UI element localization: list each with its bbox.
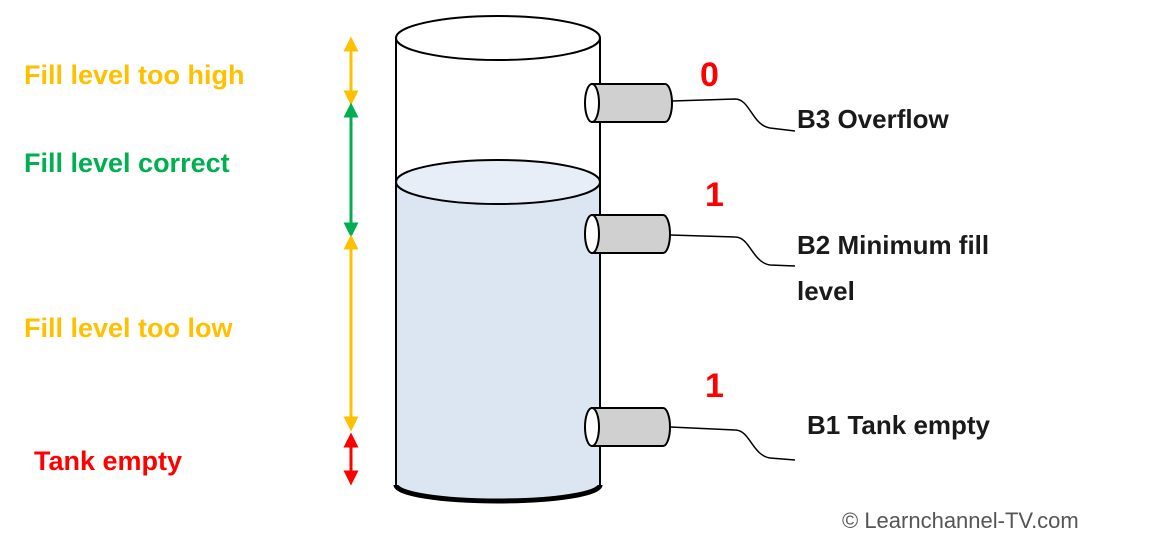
- copyright-notice: © Learnchannel-TV.com: [842, 508, 1079, 533]
- tank-top-rim: [395, 15, 601, 61]
- sensor-b2-value: 1: [705, 176, 724, 214]
- sensor-b3-value: 0: [700, 56, 719, 94]
- zone-label-too-high: Fill level too high: [24, 60, 245, 90]
- liquid-surface: [395, 159, 601, 205]
- zone-label-tank-empty: Tank empty: [34, 446, 183, 476]
- sensor-b2: [584, 214, 796, 267]
- sensor-b1: [584, 407, 796, 461]
- tank-bottom: [393, 484, 603, 504]
- tank: [393, 15, 603, 504]
- sensor-b2-cable: [669, 234, 796, 267]
- sensor-b2-label: B2 Minimum fill level: [797, 230, 990, 306]
- liquid-body: [396, 182, 600, 501]
- sensor-b3-label: B3 Overflow: [797, 104, 949, 134]
- zone-label-too-low: Fill level too low: [24, 313, 233, 343]
- zone-label-correct: Fill level correct: [24, 148, 230, 178]
- sensor-b1-cable: [669, 426, 796, 461]
- sensor-b1-label: B1 Tank empty: [807, 410, 991, 440]
- sensor-b1-value: 1: [705, 367, 724, 405]
- sensor-b3-cable: [671, 98, 796, 132]
- sensor-b3: [584, 83, 796, 132]
